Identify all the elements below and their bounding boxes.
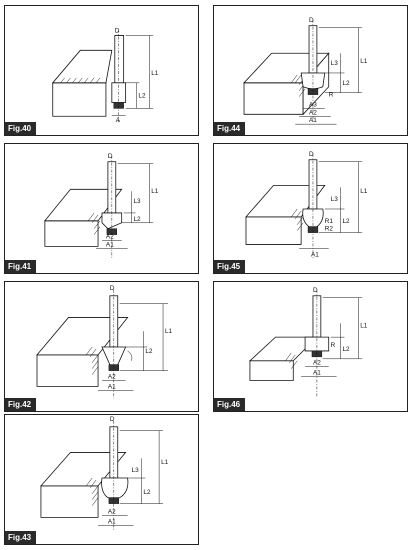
dim-label: L1 (360, 58, 368, 65)
dim-label: L2 (134, 216, 142, 223)
dim-label: A (116, 117, 121, 124)
dim-label: L1 (161, 459, 169, 466)
dim-label: L3 (331, 196, 339, 203)
dim-label: D (309, 17, 314, 24)
figure-label: Fig.41 (5, 260, 37, 273)
dim-label: A1 (309, 117, 317, 124)
dim-label: R (329, 92, 334, 99)
dim-label: L2 (343, 346, 351, 353)
dim-label: L3 (132, 467, 140, 474)
dim-label: A3 (309, 101, 317, 108)
dim-label: D (309, 151, 314, 158)
dim-label: A2 (108, 374, 116, 381)
figure-label: Fig.42 (5, 398, 37, 411)
dim-label: L1 (360, 188, 368, 195)
dim-label: D (110, 416, 115, 423)
figure-panel-fig42: D L1 L2 A2 A1 Fig.42 (4, 281, 199, 412)
dim-label: D (313, 287, 318, 294)
dim-label: A1 (108, 383, 116, 390)
dim-label: D (110, 285, 115, 292)
figure-label: Fig.46 (214, 398, 246, 411)
dim-label: L1 (360, 322, 368, 329)
dim-label: A2 (309, 109, 317, 116)
dim-label: D (108, 153, 113, 160)
figure-label: Fig.44 (214, 122, 246, 135)
dim-label: A1 (311, 251, 319, 258)
dim-label: D (115, 28, 120, 35)
dim-label: L2 (143, 489, 151, 496)
dim-label: A1 (106, 241, 114, 248)
dim-label: R2 (325, 226, 334, 233)
dim-label: L2 (343, 80, 351, 87)
figure-label: Fig.45 (214, 260, 246, 273)
dim-label: L1 (165, 328, 173, 335)
figure-label: Fig.40 (5, 122, 37, 135)
dim-label: L2 (138, 93, 146, 100)
figure-panel-fig43: D L1 L3 L2 A2 A1 Fig.43 (4, 414, 199, 545)
figure-panel-fig45: D L1 L3 L2 R1 R2 A1 Fig.45 (213, 143, 408, 274)
dim-label: A1 (108, 518, 116, 525)
dim-label: L3 (134, 198, 142, 205)
dim-label: L3 (331, 60, 339, 67)
dim-label: L1 (151, 70, 159, 77)
figure-panel-fig40: D L1 L2 A Fig.40 (4, 5, 199, 136)
dim-label: A2 (313, 360, 321, 367)
figure-label: Fig.43 (5, 531, 37, 544)
dim-label: A2 (108, 508, 116, 515)
figure-panel-fig41: D L1 L3 L2 A2 A1 Fig.41 (4, 143, 199, 274)
dim-label: L1 (151, 188, 159, 195)
dim-label: L2 (145, 348, 153, 355)
figure-panel-fig46: D L1 L2 R A2 A1 Fig.46 (213, 281, 408, 412)
dim-label: R (331, 342, 336, 349)
router-bit-diagram (51, 29, 154, 123)
dim-label: L2 (343, 218, 351, 225)
dim-label: R1 (325, 218, 334, 225)
figure-panel-fig44: D L1 L3 L2 R A3 A2 A1 Fig.44 (213, 5, 408, 136)
dim-label: A1 (313, 370, 321, 377)
dim-label: A2 (106, 234, 114, 241)
